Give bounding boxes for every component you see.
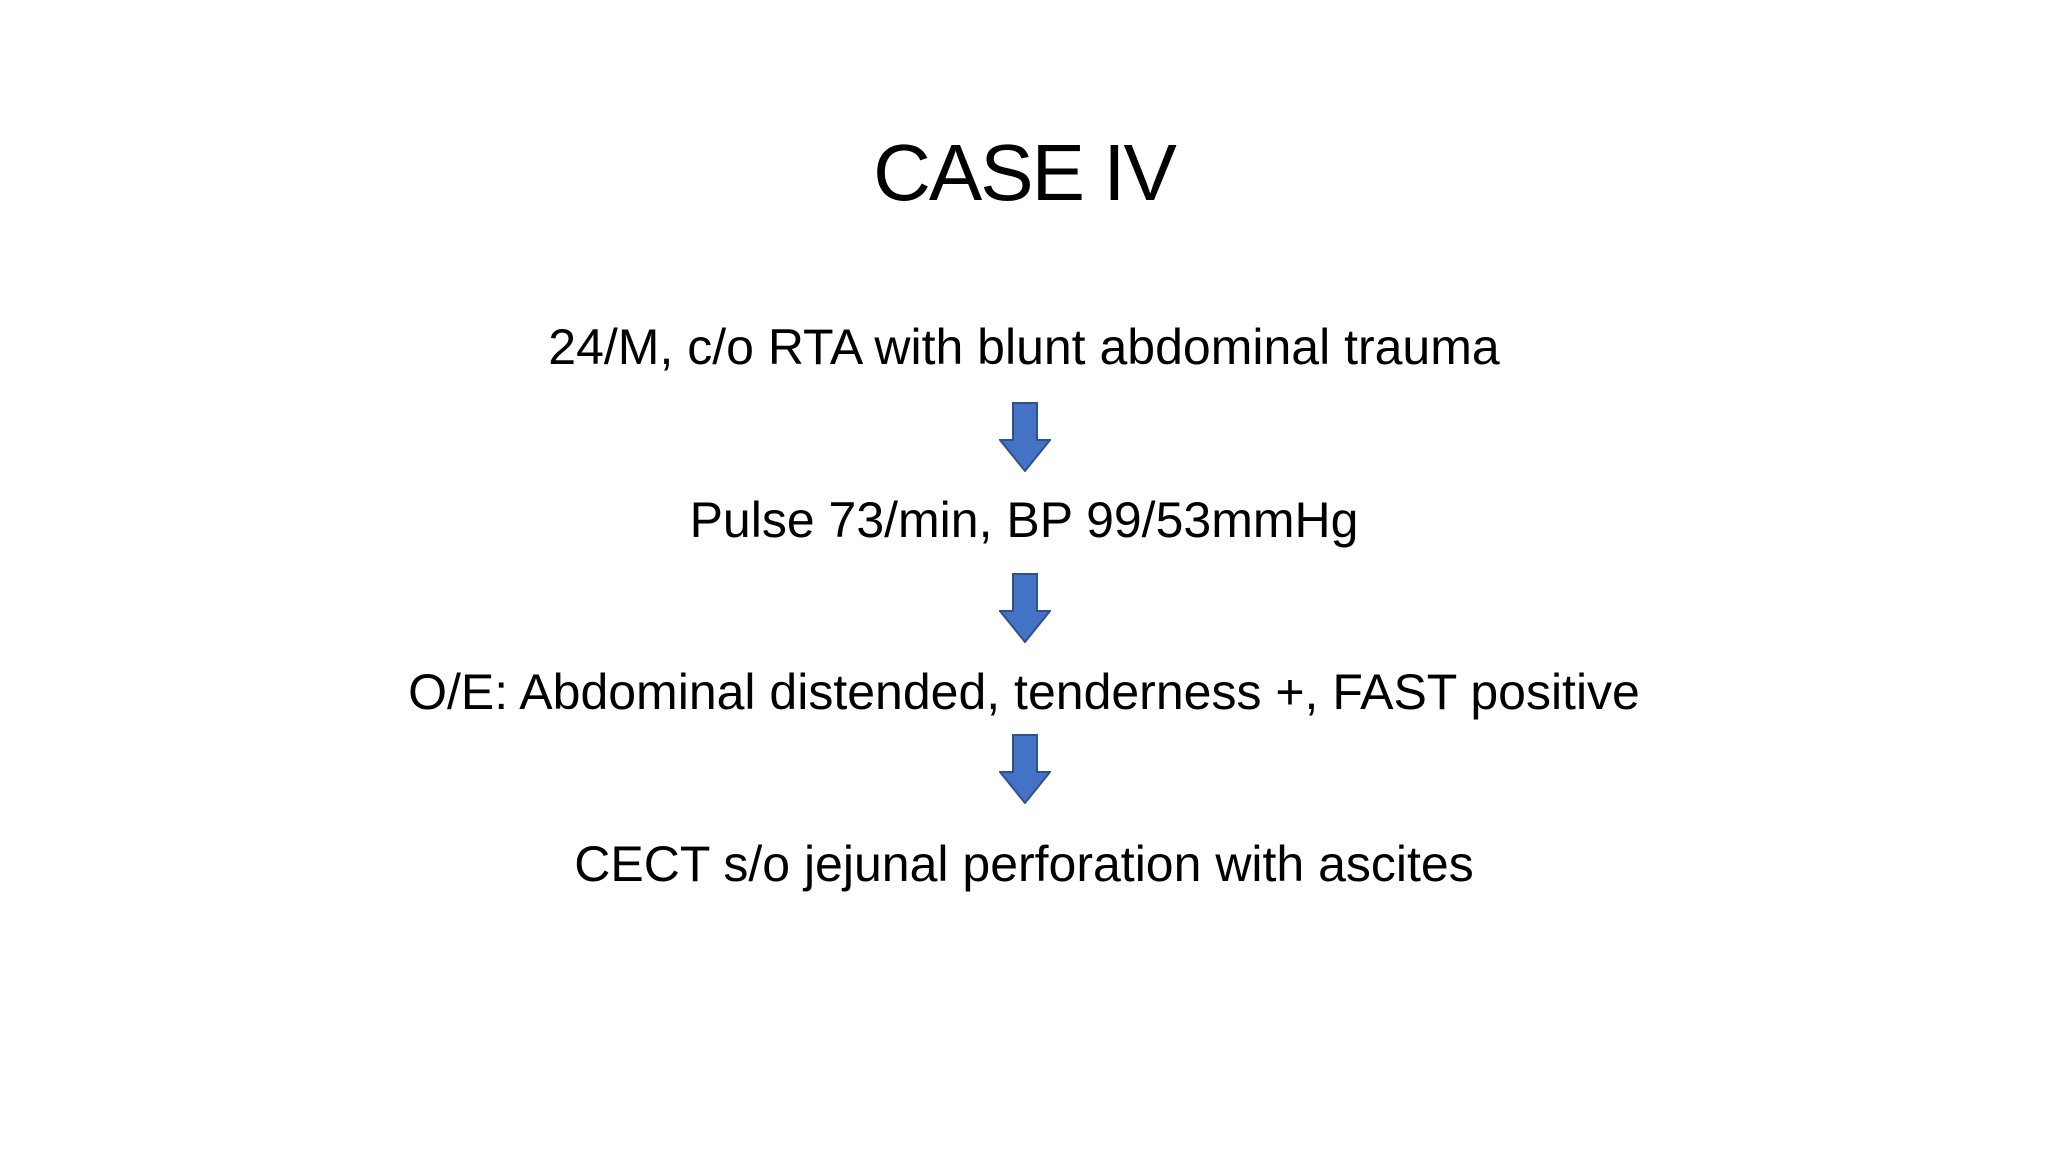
flow-step-vitals: Pulse 73/min, BP 99/53mmHg [689, 492, 1359, 548]
slide-title: CASE IV [873, 128, 1177, 217]
flow-step-imaging: CECT s/o jejunal perforation with ascite… [574, 836, 1474, 892]
down-arrow-icon [999, 734, 1051, 804]
down-arrow-shape [999, 734, 1051, 804]
down-arrow-icon [999, 573, 1051, 643]
down-arrow-shape [999, 573, 1051, 643]
flow-step-examination: O/E: Abdominal distended, tenderness +, … [408, 664, 1640, 720]
down-arrow-icon [999, 402, 1051, 472]
down-arrow-shape [999, 402, 1051, 472]
flow-step-history: 24/M, c/o RTA with blunt abdominal traum… [548, 319, 1500, 375]
